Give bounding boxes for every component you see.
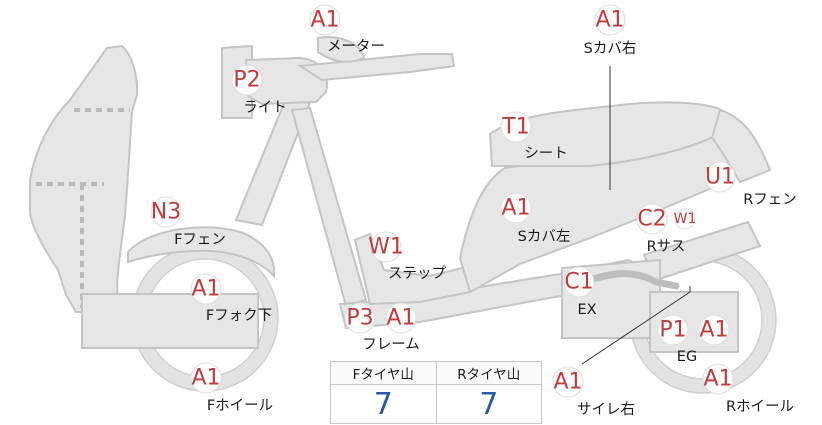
marker-label: ライト [243, 100, 287, 116]
marker-label: Rフェン [743, 192, 797, 208]
front-tread-value: 7 [330, 384, 437, 424]
marker-step: W1 ステップ [368, 231, 446, 282]
marker-label: Sカバ右 [584, 40, 637, 57]
marker-code: C1 [564, 270, 593, 295]
rear-tread-header: Rタイヤ山 [435, 361, 542, 385]
marker-code: U1 [705, 165, 735, 190]
marker-engine-side: A1 [698, 314, 730, 346]
marker-muffler-right: A1 サイレ右 [552, 366, 635, 418]
marker-code: A1 [386, 306, 415, 331]
marker-label: Fフォク下 [206, 307, 272, 324]
marker-code: A1 [191, 366, 220, 391]
marker-label: サイレ右 [577, 401, 635, 418]
marker-code: A1 [553, 370, 582, 395]
rear-tread-value: 7 [435, 384, 542, 424]
marker-rear-wheel: A1 Rホイール [702, 363, 794, 415]
marker-code: A1 [191, 277, 220, 302]
marker-exhaust: C1 EX [563, 266, 597, 318]
leader-lines [581, 66, 691, 365]
marker-rear-fender: U1 Rフェン [704, 161, 797, 208]
marker-code: A1 [310, 8, 339, 33]
marker-front-fender: N3 Fフェン [150, 196, 226, 248]
marker-front-wheel: A1 Fホイール [190, 362, 273, 414]
marker-code: T1 [501, 115, 529, 140]
marker-code: C2 [637, 207, 666, 232]
marker-label: フレーム [362, 337, 420, 353]
marker-headlight: P2 ライト [231, 64, 287, 116]
front-leg-shield [29, 44, 139, 313]
marker-label: Fフェン [174, 232, 226, 248]
marker-code: P3 [346, 306, 373, 331]
marker-code: P2 [233, 68, 260, 93]
seat [488, 101, 727, 167]
marker-label: EG [677, 349, 697, 365]
headlight-assembly [221, 36, 456, 119]
marker-sub-code: W1 [674, 211, 697, 227]
rear-fender [710, 108, 772, 184]
marker-label: ステップ [388, 265, 446, 282]
marker-label: Sカバ左 [518, 228, 571, 245]
marker-label: Fホイール [207, 398, 273, 414]
marker-code: W1 [368, 235, 404, 260]
marker-frame: A1 フレーム [362, 302, 420, 353]
marker-side-cover-left: A1 Sカバ左 [500, 192, 571, 245]
marker-label: EX [577, 302, 596, 318]
marker-engine: P1 EG [657, 314, 697, 365]
marker-fork-lower: A1 Fフォク下 [190, 273, 272, 324]
marker-label: Rホイール [726, 399, 794, 415]
tire-tread-table: Fタイヤ山 Rタイヤ山 7 7 [330, 361, 542, 424]
marker-code: A1 [595, 8, 624, 33]
marker-label: シート [524, 146, 568, 162]
marker-label: Rサス [647, 239, 686, 255]
marker-side-cover-right: A1 Sカバ右 [584, 4, 637, 57]
tread-value-row: 7 7 [330, 384, 542, 424]
marker-code: N3 [151, 200, 181, 225]
part-markers: A1 メーター A1 Sカバ右 P2 ライト T1 シート U1 Rフェン [150, 4, 797, 418]
marker-rear-suspension: C2 W1 Rサス [636, 203, 697, 255]
marker-code: A1 [703, 367, 732, 392]
marker-frame-front: P3 [344, 302, 376, 334]
front-fender [127, 226, 276, 279]
marker-seat: T1 シート [500, 111, 568, 162]
tread-header-row: Fタイヤ山 Rタイヤ山 [330, 361, 542, 385]
marker-meter: A1 メーター [309, 4, 385, 55]
marker-code: A1 [501, 196, 530, 221]
front-tread-header: Fタイヤ山 [330, 361, 437, 385]
marker-code: A1 [699, 318, 728, 343]
marker-label: メーター [327, 38, 385, 55]
marker-code: P1 [659, 318, 686, 343]
